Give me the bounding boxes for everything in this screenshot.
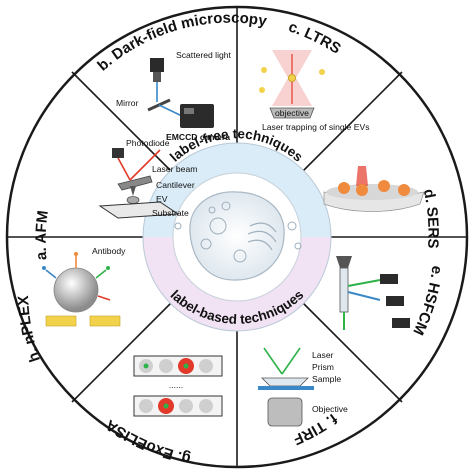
afm-label-ev: EV [156,194,168,204]
tirf-label-laser: Laser [312,350,334,360]
substrate-plate [98,201,180,219]
emccd-camera-icon [180,104,214,128]
ltrs-illustration: objective Laser trapping of single EVs [259,50,370,132]
afm-label-cantilever: Cantilever [156,180,195,190]
nanoparticle-icon [53,267,99,313]
sector-title-a: a. AFM [33,210,52,261]
prism-icon [261,377,309,387]
tirf-label-prism: Prism [312,362,334,372]
hsfcm-illustration [336,256,410,330]
tirf-label-objective: Objective [312,404,348,414]
flow-cell-icon [339,267,349,313]
nplex-label-antibody: Antibody [92,246,126,256]
tirf-illustration: Laser Prism Sample Objective [258,347,348,427]
ltrs-label-trapping: Laser trapping of single EVs [262,122,370,132]
objective-lens-icon [267,397,303,427]
afm-label-photodiode: Photodiode [126,138,170,148]
sers-illustration [323,166,425,212]
tirf-label-sample: Sample [312,374,341,384]
sector-title-d: d. SERS [420,188,442,249]
ltrs-objective-icon [269,107,315,119]
df-label-mirror: Mirror [116,98,139,108]
laser-beam-line [117,157,131,181]
ellipsis-text: ...... [169,380,183,390]
objective-icon [150,58,164,72]
df-label-emccd: EMCCD camera [166,132,230,142]
photodiode-icon [112,148,124,158]
afm-label-laser-beam: Laser beam [152,164,197,174]
afm-label-substrate: Substrate [152,208,189,218]
exoelisa-illustration: ...... [133,355,223,417]
ev-particle [126,196,140,204]
df-label-scattered: Scattered light [176,50,232,60]
nplex-illustration: Antibody [42,246,126,327]
cell-illustration [174,191,302,281]
afm-illustration: Photodiode Laser beam Cantilever EV Subs… [98,138,197,219]
ltrs-label-objective: objective [275,108,309,118]
darkfield-illustration: Scattered light Mirror EMCCD camera [116,50,232,142]
cantilever-icon [117,175,153,191]
sector-dividers [7,7,467,467]
